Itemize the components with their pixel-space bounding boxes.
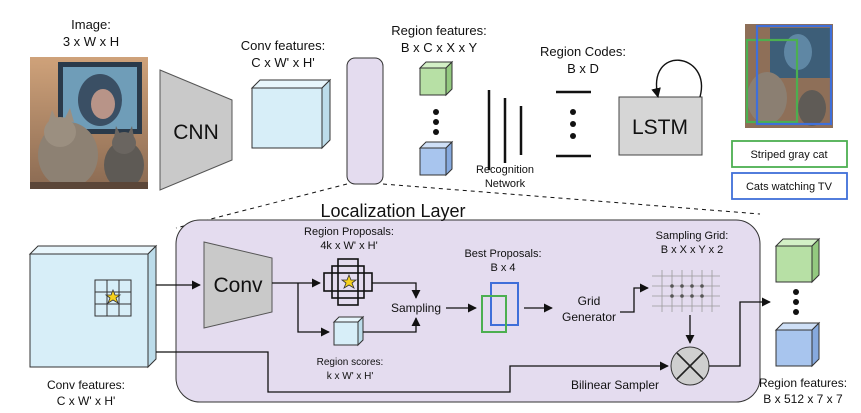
top-region-feature-green-cube xyxy=(418,60,454,97)
bottom-region-features-label-line1: Region features: xyxy=(759,376,847,390)
region-codes-label-line2: B x D xyxy=(567,61,599,76)
recognition-network-label-line1: Recognition xyxy=(476,164,534,176)
recognition-network-label-line2: Network xyxy=(485,178,526,190)
bottom-region-features-label-line2: B x 512 x 7 x 7 xyxy=(763,392,843,406)
arrow-proposals-to-sampling xyxy=(372,282,421,299)
localization-layer-collapsed-box xyxy=(346,57,384,185)
arrow-grid-generator-to-grid xyxy=(620,283,649,313)
bilinear-sampler-node xyxy=(670,346,710,386)
region-codes-dot-1 xyxy=(570,109,576,115)
bottom-conv-features-label-line1: Conv features: xyxy=(47,378,125,392)
sampling-grid-figure xyxy=(652,270,720,312)
localization-layer-title: Localization Layer xyxy=(320,201,465,221)
top-region-features-dot-3 xyxy=(433,129,439,135)
region-codes-dot-2 xyxy=(570,121,576,127)
region-proposals-label-line1: Region Proposals: xyxy=(304,226,394,238)
top-region-feature-blue-cube xyxy=(418,140,454,177)
best-proposal-green-box xyxy=(481,295,507,333)
caption-green-box xyxy=(731,140,848,168)
bottom-region-feature-green-cube xyxy=(774,237,821,284)
output-blue-box xyxy=(755,24,833,126)
sampling-label: Sampling xyxy=(391,301,441,315)
image-label-line2: 3 x W x H xyxy=(63,34,119,49)
bottom-region-features-dot-2 xyxy=(793,299,799,305)
arrow-features-to-bilinear xyxy=(156,351,669,393)
region-proposals-label-line2: 4k x W' x H' xyxy=(320,240,377,252)
region-codes-dot-3 xyxy=(570,133,576,139)
arrow-scores-to-sampling xyxy=(363,317,421,333)
best-proposals-label-line2: B x 4 xyxy=(490,262,515,274)
proposal-star-icon xyxy=(340,273,358,289)
bottom-conv-features-label-line2: C x W' x H' xyxy=(57,394,116,408)
arrow-bilinear-to-output xyxy=(709,297,771,367)
bottom-region-feature-blue-cube xyxy=(774,321,821,368)
bottom-region-features-dot-3 xyxy=(793,309,799,315)
caption-blue-text: Cats watching TV xyxy=(746,181,833,193)
top-conv-features-label-line2: C x W' x H' xyxy=(251,55,314,70)
arrow-conv-to-scores xyxy=(297,283,330,337)
bottom-region-features-dot-1 xyxy=(793,289,799,295)
top-region-features-dot-2 xyxy=(433,119,439,125)
best-proposals-label-line1: Best Proposals: xyxy=(464,248,541,260)
region-proposal-anchor-boxes xyxy=(323,258,373,306)
best-proposal-blue-box xyxy=(490,282,519,326)
lstm-label: LSTM xyxy=(632,116,688,139)
grid-generator-label-line1: Grid xyxy=(578,294,601,308)
conv-block xyxy=(203,241,273,329)
sampling-grid-points xyxy=(670,284,704,298)
top-region-features-label-line2: B x C x X x Y xyxy=(401,40,478,55)
bilinear-sampler-label: Bilinear Sampler xyxy=(571,378,659,392)
top-region-features-label-line1: Region features: xyxy=(391,23,486,38)
grid-generator-label-line2: Generator xyxy=(562,310,616,324)
top-conv-features-cube xyxy=(250,78,332,150)
sampling-grid-label-line1: Sampling Grid: xyxy=(656,230,729,242)
region-scores-label-line1: Region scores: xyxy=(317,357,384,368)
conv-label: Conv xyxy=(213,274,263,297)
output-image-with-boxes xyxy=(745,24,833,128)
region-scores-label-line2: k x W' x H' xyxy=(327,371,374,382)
top-conv-features-label-line1: Conv features: xyxy=(241,38,326,53)
bottom-conv-features-cube xyxy=(28,244,158,369)
lstm-recurrence-arrow xyxy=(651,59,703,98)
anchor-star-icon xyxy=(104,288,122,304)
caption-green-text: Striped gray cat xyxy=(750,149,827,161)
input-image-cats-watching-tv xyxy=(30,57,148,189)
output-green-box xyxy=(745,38,799,124)
image-label-line1: Image: xyxy=(71,17,111,32)
cnn-block xyxy=(159,69,233,191)
sampling-grid-label-line2: B x X x Y x 2 xyxy=(661,244,724,256)
cnn-label: CNN xyxy=(173,121,219,144)
region-scores-cube xyxy=(332,315,365,347)
caption-blue-box xyxy=(731,172,848,200)
expansion-dashed-line-right xyxy=(382,183,761,215)
top-region-features-dot-1 xyxy=(433,109,439,115)
region-codes-label-line1: Region Codes: xyxy=(540,44,626,59)
